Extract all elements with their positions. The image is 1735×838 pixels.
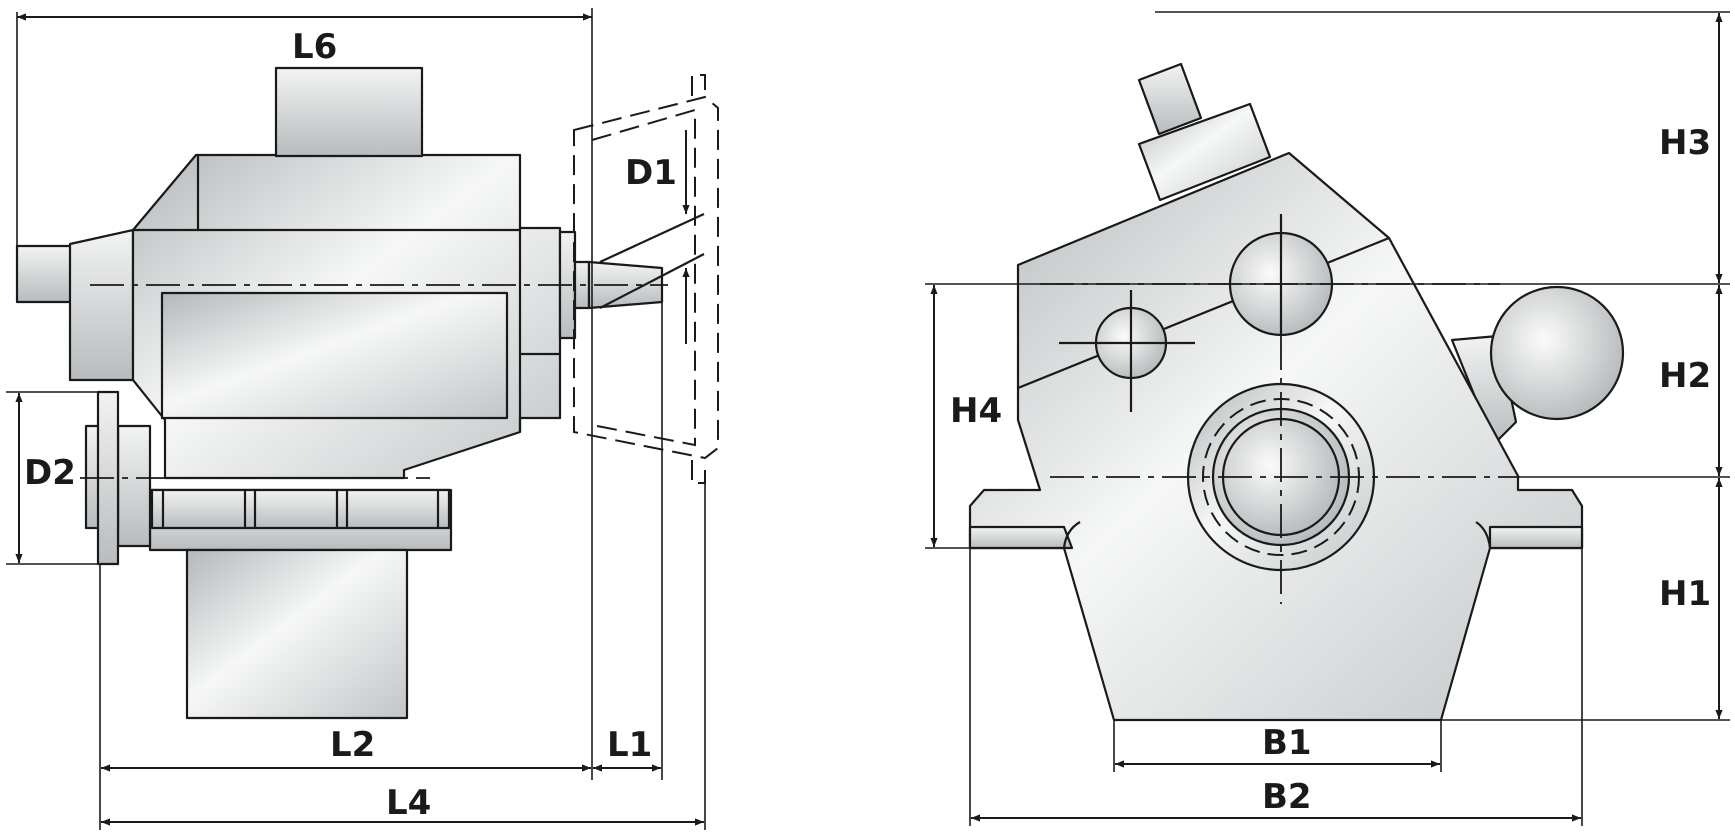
right-foot [1488, 525, 1584, 550]
handwheel-spoke-top [599, 213, 705, 263]
label-l4: L4 [386, 783, 431, 823]
label-d1: D1 [625, 153, 677, 193]
handwheel-spoke-bottom [599, 253, 705, 309]
label-d2: D2 [24, 453, 76, 493]
label-l2: L2 [330, 725, 375, 765]
label-b1: B1 [1262, 723, 1312, 763]
motor-block [1137, 102, 1272, 202]
handwheel-top-knob [691, 74, 706, 96]
front-view: H3 H2 H1 H4 B1 B2 [925, 11, 1730, 826]
label-l6: L6 [292, 27, 337, 67]
left-foot-fillet [1062, 521, 1081, 549]
label-l1: L1 [607, 725, 652, 765]
lower-cylinder [185, 548, 409, 720]
top-cap [274, 66, 424, 158]
side-view: D1 L6 D2 L2 L1 L4 [6, 8, 719, 830]
left-shaft-stub [15, 244, 74, 304]
handwheel-inner [591, 108, 696, 447]
handwheel-bottom-knob [691, 460, 706, 484]
right-foot-fillet [1475, 521, 1492, 549]
motor-stub [1137, 62, 1203, 136]
left-taper [68, 228, 135, 382]
handwheel-outline [573, 95, 719, 460]
bottom-base-slot [150, 488, 451, 530]
left-foot [968, 525, 1074, 550]
label-h4: H4 [950, 391, 1002, 431]
label-b2: B2 [1262, 777, 1312, 817]
label-h3: H3 [1659, 123, 1711, 163]
label-h1: H1 [1659, 574, 1711, 614]
side-inner-panel [160, 291, 509, 420]
left-hub [116, 424, 152, 548]
label-h2: H2 [1659, 356, 1711, 396]
side-knob-ball [1489, 285, 1625, 421]
